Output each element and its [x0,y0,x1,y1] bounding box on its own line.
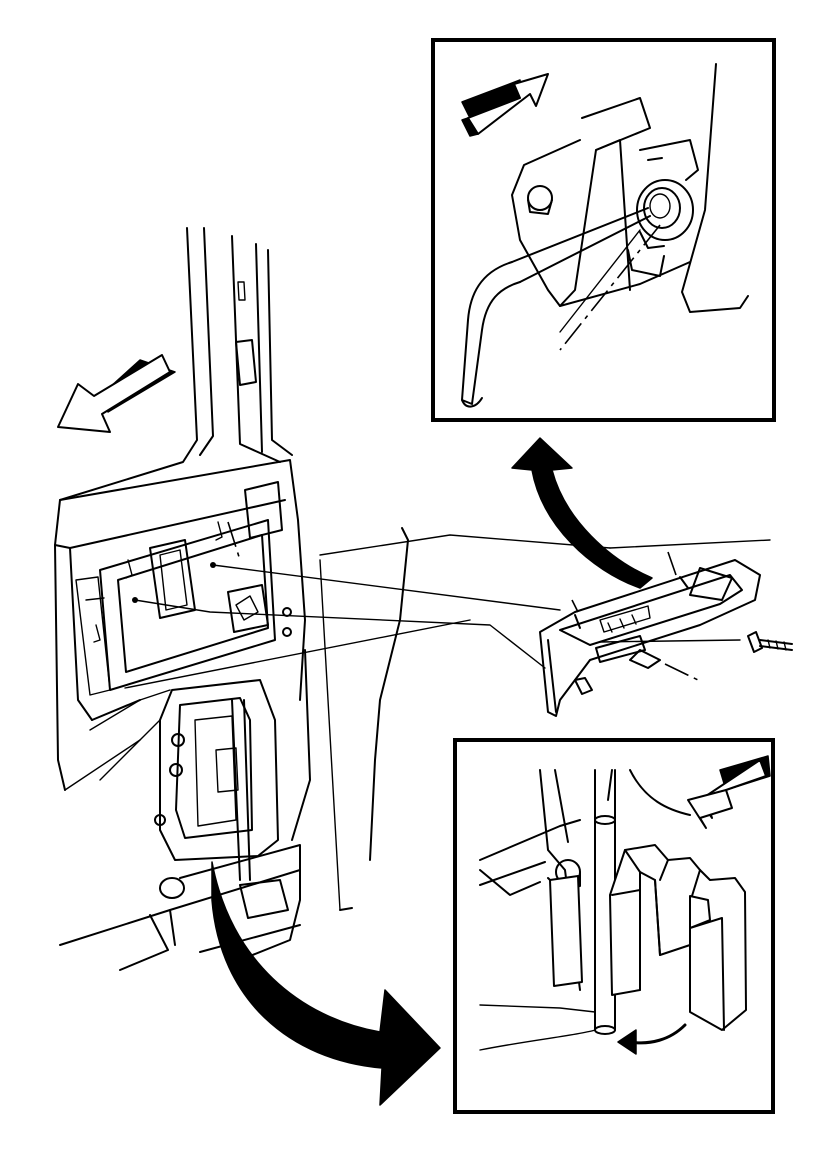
door-latch [64,679,279,881]
rotate-arrow [617,1023,687,1055]
main-door-view [54,227,611,971]
door-inner-structure [93,481,292,691]
callout-arrow-up [511,437,653,589]
retaining-bolt [747,631,793,653]
callout-arrow-down [211,861,441,1106]
window-cable [339,527,409,911]
rod-clip [549,844,747,1031]
control-rod [461,207,651,408]
direction-arrow-left [57,354,176,433]
detail-view-bottom [453,738,775,1114]
direction-arrow-right [461,73,549,137]
direction-arrow-down-left [687,755,771,829]
door-panel [54,227,306,791]
outside-door-handle [539,539,793,717]
leader-lines [124,521,611,689]
door-lower-panel [59,559,341,971]
detail-view-top [431,38,776,422]
